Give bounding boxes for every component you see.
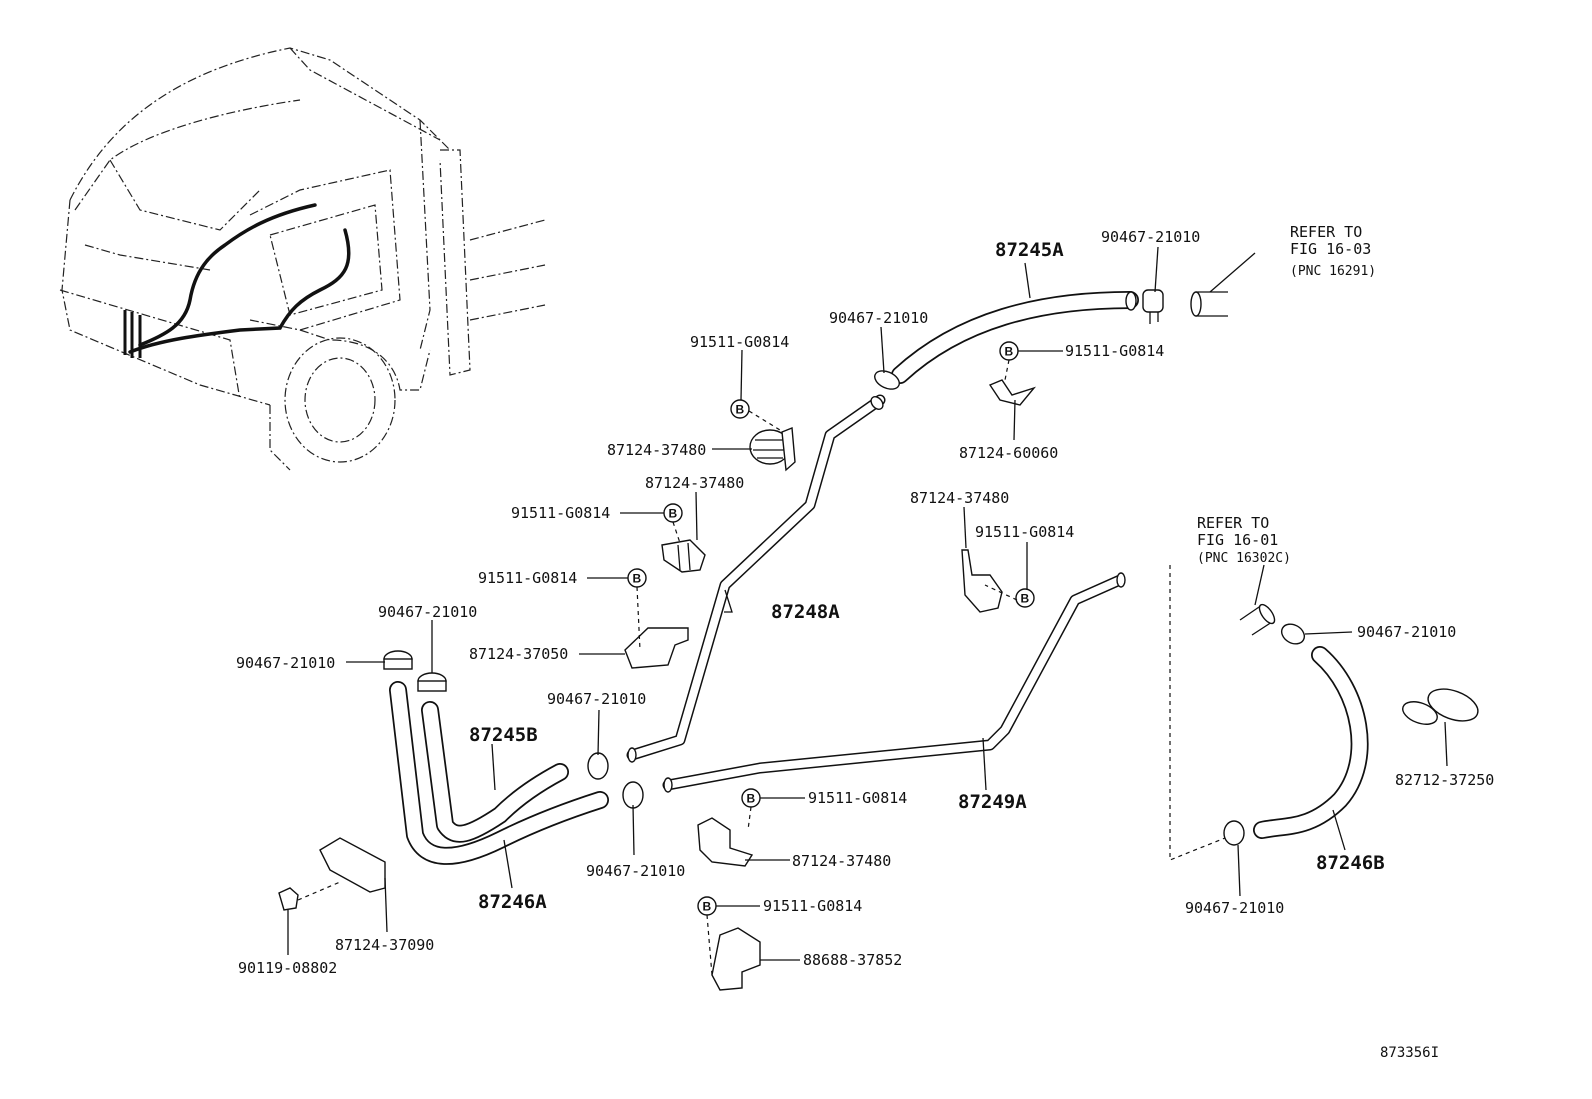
leader-lines <box>287 246 1448 961</box>
label-bolt: 91511-G0814 <box>511 504 610 522</box>
label-clamp: 90467-21010 <box>547 690 646 708</box>
label-bolt: 90119-08802 <box>238 959 337 977</box>
part-labels: 87245A 87245B 87246A 87246B 87248A 87249… <box>236 228 1494 977</box>
label-87246b: 87246B <box>1316 852 1385 874</box>
label-87248a: 87248A <box>771 601 840 623</box>
label-clamp: 90467-21010 <box>586 862 685 880</box>
label-bolt: 91511-G0814 <box>478 569 577 587</box>
label-bracket: 87124-37090 <box>335 936 434 954</box>
bolt-badge: B <box>747 792 756 806</box>
label-87245a: 87245A <box>995 239 1064 261</box>
label-bracket: 87124-60060 <box>959 444 1058 462</box>
truck-cab-illustration <box>59 47 546 471</box>
label-bracket: 87124-37050 <box>469 645 568 663</box>
bolt-badge: B <box>1005 345 1014 359</box>
bolt-badge: B <box>703 900 712 914</box>
ref-top-line2: FIG 16-03 <box>1290 240 1371 258</box>
ref-mid-line1: REFER TO <box>1197 514 1269 532</box>
label-bracket: 88688-37852 <box>803 951 902 969</box>
pipe-stub-right <box>1239 603 1276 636</box>
ref-mid-line3: (PNC 16302C) <box>1197 551 1291 566</box>
reference-top: REFER TO FIG 16-03 (PNC 16291) <box>1290 223 1376 279</box>
label-clamp: 90467-21010 <box>1357 623 1456 641</box>
bolt-badges: B B B B B B B <box>627 341 1035 916</box>
label-clamp: 82712-37250 <box>1395 771 1494 789</box>
ref-top-line1: REFER TO <box>1290 223 1362 241</box>
label-clamp: 90467-21010 <box>236 654 335 672</box>
pipe-87249a <box>662 572 1126 793</box>
bolt-badge: B <box>633 572 642 586</box>
label-bracket: 87124-37480 <box>645 474 744 492</box>
label-87246a: 87246A <box>478 891 547 913</box>
reference-mid: REFER TO FIG 16-01 (PNC 16302C) <box>1197 514 1291 566</box>
figure-code: 873356I <box>1380 1045 1439 1061</box>
hose-87245a <box>891 291 1139 384</box>
hose-87245b <box>421 701 569 843</box>
label-bolt: 91511-G0814 <box>808 789 907 807</box>
bolt-links <box>297 359 1018 976</box>
bolt-badge: B <box>669 507 678 521</box>
label-clamp: 90467-21010 <box>829 309 928 327</box>
dashed-connector <box>1169 565 1226 861</box>
ref-mid-line2: FIG 16-01 <box>1197 531 1278 549</box>
bracket-icon <box>278 379 1037 991</box>
clamp-icon <box>383 289 1479 846</box>
hose-87246a <box>389 681 609 865</box>
label-clamp: 90467-21010 <box>1101 228 1200 246</box>
label-bracket: 87124-37480 <box>792 852 891 870</box>
bolt-badge: B <box>1021 592 1030 606</box>
label-clamp: 90467-21010 <box>1185 899 1284 917</box>
ref-top-line3: (PNC 16291) <box>1290 264 1376 279</box>
label-bolt: 91511-G0814 <box>763 897 862 915</box>
bolt-badge: B <box>736 403 745 417</box>
hose-87246b <box>1253 646 1369 839</box>
label-bolt: 91511-G0814 <box>975 523 1074 541</box>
label-87245b: 87245B <box>469 724 538 746</box>
label-bolt: 91511-G0814 <box>690 333 789 351</box>
label-bolt: 91511-G0814 <box>1065 342 1164 360</box>
label-bracket: 87124-37480 <box>607 441 706 459</box>
pipe-stub-top-right <box>1190 291 1228 317</box>
label-clamp: 90467-21010 <box>378 603 477 621</box>
pipe-87248a <box>626 394 886 763</box>
label-87249a: 87249A <box>958 791 1027 813</box>
label-bracket: 87124-37480 <box>910 489 1009 507</box>
